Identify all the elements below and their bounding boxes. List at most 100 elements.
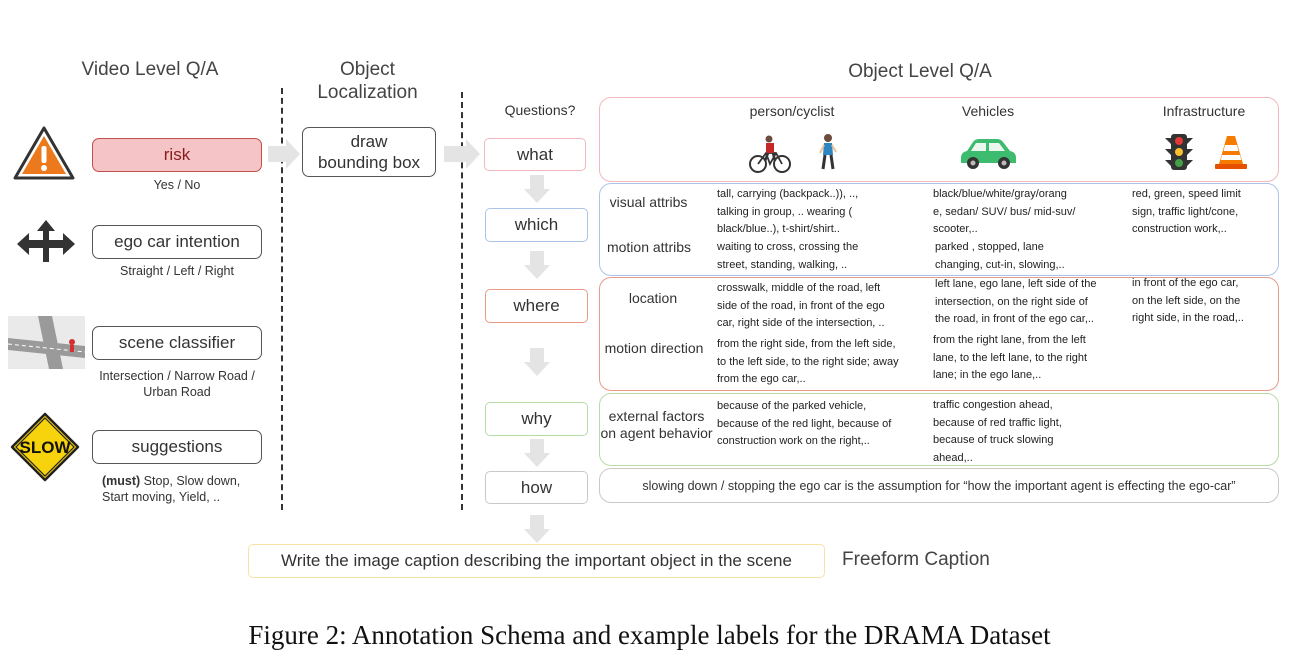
scene-options-line2: Urban Road bbox=[143, 385, 211, 399]
person-visual-line1: tall, carrying (backpack..)), .., bbox=[717, 188, 859, 200]
risk-options: Yes / No bbox=[153, 178, 201, 192]
ego-car-intention-box[interactable]: ego car intention bbox=[92, 225, 262, 259]
question-what[interactable]: what bbox=[484, 138, 586, 171]
separator-line-right bbox=[461, 92, 463, 510]
svg-text:SLOW: SLOW bbox=[20, 438, 72, 457]
person-direction-line1: from the right side, from the left side, bbox=[717, 338, 896, 350]
pedestrian-icon bbox=[819, 134, 837, 170]
vehicle-location-line3: the road, in front of the ego car,.. bbox=[935, 313, 1094, 325]
vehicle-visual-attribs: black/blue/white/gray/orang e, sedan/ SU… bbox=[933, 186, 1128, 239]
slow-sign-icon: SLOW bbox=[10, 412, 80, 482]
person-location: crosswalk, middle of the road, left side… bbox=[717, 280, 922, 333]
vehicle-visual-line3: scooter,.. bbox=[933, 223, 978, 235]
category-person-cyclist: person/cyclist bbox=[749, 103, 835, 119]
vehicle-direction-line3: lane; in the ego lane,.. bbox=[933, 369, 1042, 381]
vehicle-motion-line1: parked , stopped, lane bbox=[935, 241, 1044, 253]
arrow-localization-to-what bbox=[444, 139, 480, 169]
object-level-header: Object Level Q/A bbox=[848, 61, 992, 82]
person-location-line3: car, right side of the intersection, .. bbox=[717, 317, 885, 329]
person-visual-line2: talking in group, .. wearing ( bbox=[717, 205, 853, 218]
question-why[interactable]: why bbox=[485, 402, 588, 436]
where-panel bbox=[599, 277, 1279, 391]
person-location-line1: crosswalk, middle of the road, left bbox=[717, 282, 881, 294]
how-panel: slowing down / stopping the ego car is t… bbox=[599, 468, 1279, 503]
person-motion-line1: waiting to cross, crossing the bbox=[717, 241, 859, 253]
suggestions-box[interactable]: suggestions bbox=[92, 430, 262, 464]
infra-visual-line1: red, green, speed limit bbox=[1132, 188, 1241, 200]
question-where[interactable]: where bbox=[485, 289, 588, 323]
scene-options: Intersection / Narrow Road / Urban Road bbox=[82, 368, 272, 400]
suggestions-options: (must) Stop, Slow down, Start moving, Yi… bbox=[92, 473, 262, 505]
external-factors-line2: on agent behavior bbox=[600, 425, 713, 441]
intersection-map-icon bbox=[8, 316, 85, 369]
infra-visual-line3: construction work,.. bbox=[1132, 223, 1227, 235]
person-motion-attribs: waiting to cross, crossing the street, s… bbox=[717, 239, 922, 274]
scene-classifier-box[interactable]: scene classifier bbox=[92, 326, 262, 360]
person-why-line3: construction work on the right,.. bbox=[717, 435, 870, 447]
questions-header: Questions? bbox=[504, 102, 576, 118]
vehicle-why-line4: ahead,.. bbox=[933, 451, 973, 464]
motion-attribs-label: motion attribs bbox=[606, 239, 692, 255]
suggestions-options-text1: Stop, Slow down, bbox=[140, 474, 241, 488]
external-factors-line1: external factors bbox=[608, 408, 705, 424]
person-direction: from the right side, from the left side,… bbox=[717, 336, 929, 389]
infra-visual-attribs: red, green, speed limit sign, traffic li… bbox=[1132, 186, 1272, 239]
suggestions-must: (must) bbox=[102, 474, 141, 488]
person-why-line1: because of the parked vehicle, bbox=[717, 400, 867, 412]
direction-arrows-icon bbox=[17, 220, 75, 262]
cyclist-icon bbox=[749, 135, 791, 173]
why-panel bbox=[599, 393, 1279, 466]
freeform-caption-box[interactable]: Write the image caption describing the i… bbox=[248, 544, 825, 578]
object-localization-header: Object Localization bbox=[295, 58, 440, 104]
vehicle-visual-line1: black/blue/white/gray/orang bbox=[933, 188, 1067, 200]
person-motion-line2: street, standing, walking, .. bbox=[717, 258, 848, 271]
suggestions-options-line1: (must) Stop, Slow down, bbox=[102, 473, 262, 489]
vehicle-direction-line1: from the right lane, from the left bbox=[933, 334, 1086, 346]
person-why-line2: because of the red light, because of bbox=[717, 417, 892, 430]
infra-location-line1: in front of the ego car, bbox=[1132, 277, 1239, 289]
category-vehicles: Vehicles bbox=[961, 103, 1015, 119]
video-level-header: Video Level Q/A bbox=[81, 59, 219, 80]
intention-options: Straight / Left / Right bbox=[120, 264, 234, 278]
infra-visual-line2: sign, traffic light/cone, bbox=[1132, 205, 1239, 218]
infra-location: in front of the ego car, on the left sid… bbox=[1132, 275, 1272, 328]
object-localization-header-line1: Object bbox=[340, 59, 395, 80]
external-factors-label: external factors on agent behavior bbox=[598, 408, 715, 442]
visual-attribs-label: visual attribs bbox=[609, 194, 688, 210]
person-why: because of the parked vehicle, because o… bbox=[717, 398, 927, 451]
what-panel bbox=[599, 97, 1279, 182]
draw-bounding-box-line2: bounding box bbox=[317, 153, 421, 172]
arrow-what-to-which bbox=[524, 175, 550, 203]
which-panel bbox=[599, 183, 1279, 276]
draw-bounding-box-line1: draw bbox=[350, 132, 388, 151]
arrow-why-to-how bbox=[524, 439, 550, 467]
question-which[interactable]: which bbox=[485, 208, 588, 242]
vehicle-direction-line2: lane, to the left lane, to the right bbox=[933, 351, 1088, 364]
vehicle-direction: from the right lane, from the left lane,… bbox=[933, 332, 1128, 385]
traffic-cone-icon bbox=[1215, 136, 1247, 169]
person-direction-line3: from the ego car,.. bbox=[717, 373, 806, 385]
figure-caption: Figure 2: Annotation Schema and example … bbox=[248, 620, 1051, 650]
location-label: location bbox=[628, 290, 678, 306]
vehicle-why-line1: traffic congestion ahead, bbox=[933, 399, 1053, 411]
motion-direction-label: motion direction bbox=[604, 340, 704, 356]
arrow-where-to-why bbox=[524, 348, 550, 376]
arrow-risk-to-localization bbox=[268, 139, 300, 169]
separator-line-left bbox=[281, 88, 283, 510]
vehicle-why: traffic congestion ahead, because of red… bbox=[933, 397, 1128, 467]
vehicle-location: left lane, ego lane, left side of the in… bbox=[935, 276, 1130, 329]
traffic-light-icon bbox=[1165, 134, 1193, 170]
risk-box[interactable]: risk bbox=[92, 138, 262, 172]
warning-triangle-icon bbox=[13, 126, 75, 180]
object-localization-header-line2: Localization bbox=[317, 82, 418, 103]
vehicle-motion-line2: changing, cut-in, slowing,.. bbox=[935, 258, 1065, 271]
question-how[interactable]: how bbox=[485, 471, 588, 504]
scene-options-line1: Intersection / Narrow Road / bbox=[99, 369, 255, 383]
draw-bounding-box[interactable]: draw bounding box bbox=[302, 127, 436, 177]
arrow-how-to-caption bbox=[524, 515, 550, 543]
vehicle-location-line2: intersection, on the right side of bbox=[935, 295, 1088, 308]
vehicle-location-line1: left lane, ego lane, left side of the bbox=[935, 278, 1097, 290]
vehicle-why-line2: because of red traffic light, bbox=[933, 416, 1062, 429]
car-icon bbox=[961, 139, 1016, 169]
suggestions-options-line2: Start moving, Yield, .. bbox=[102, 490, 221, 504]
